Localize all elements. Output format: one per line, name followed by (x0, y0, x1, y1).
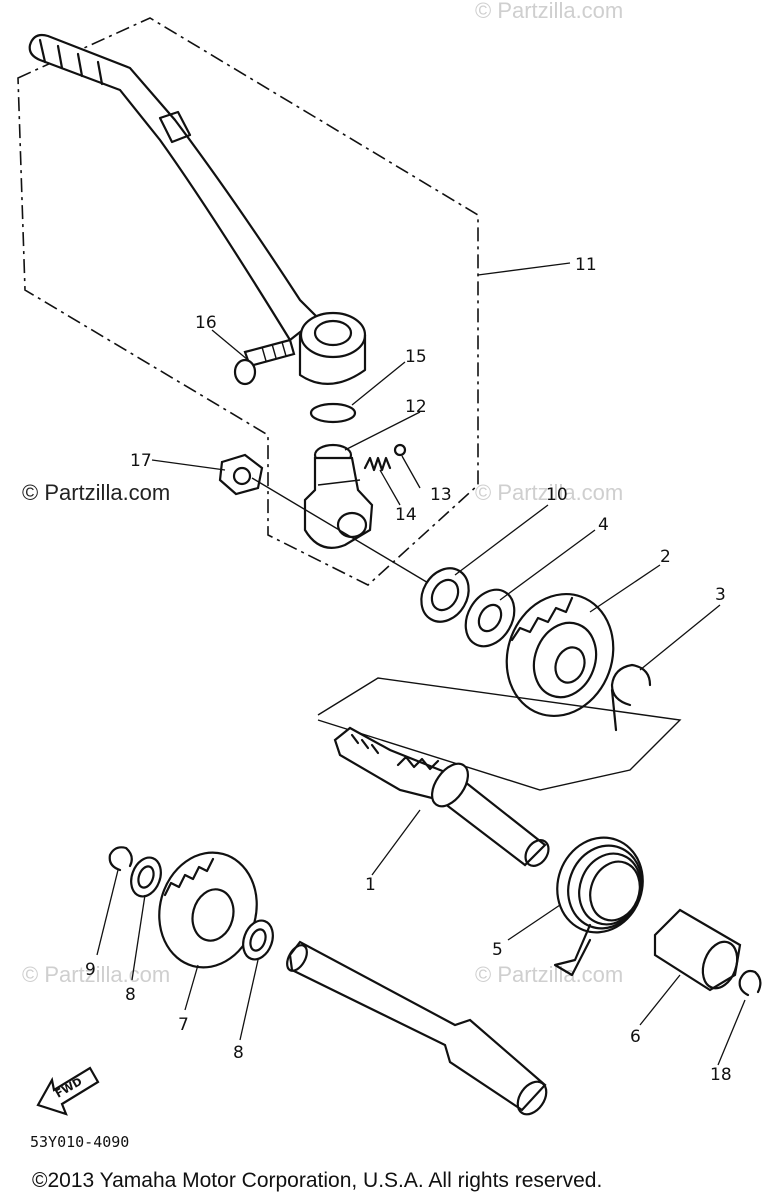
part-label-6: 6 (630, 1027, 641, 1047)
leader-14 (379, 469, 401, 506)
oil-seal[interactable] (412, 560, 478, 630)
part-label-8-upper: 8 (125, 985, 136, 1005)
leader-16 (211, 329, 249, 361)
kick-arm-lever[interactable] (28, 33, 367, 385)
part-label-4: 4 (598, 515, 609, 535)
leader-1 (371, 809, 421, 876)
watermark-left: © Partzilla.com (22, 480, 170, 505)
leader-18 (717, 999, 746, 1066)
part-label-9: 9 (85, 960, 96, 980)
ball[interactable] (393, 443, 407, 457)
washer-8-lower[interactable] (238, 916, 278, 963)
part-label-3: 3 (715, 585, 726, 605)
part-label-14: 14 (395, 505, 417, 525)
copyright-notice: ©2013 Yamaha Motor Corporation, U.S.A. A… (32, 1169, 602, 1192)
part-label-16: 16 (195, 313, 217, 333)
leader-8b (239, 959, 259, 1041)
watermark-top: © Partzilla.com (475, 0, 623, 23)
spring-guide[interactable] (653, 908, 743, 993)
leader-4 (499, 529, 596, 601)
leader-3 (639, 604, 721, 671)
watermark-bottom-left: © Partzilla.com (22, 962, 170, 987)
torsion-spring[interactable] (544, 826, 656, 977)
kick-arm-assembly-boundary (17, 17, 479, 586)
part-label-5: 5 (492, 940, 503, 960)
part-label-12: 12 (405, 397, 427, 417)
washer-4[interactable] (456, 581, 524, 655)
leader-5 (507, 904, 561, 941)
leader-2 (589, 564, 661, 613)
leader-6 (639, 974, 681, 1026)
kick-arm-bolt[interactable] (233, 338, 296, 386)
kick-boss[interactable] (303, 443, 374, 549)
part-label-8-lower: 8 (233, 1043, 244, 1063)
kick-arm-nut[interactable] (218, 453, 264, 496)
watermark-right: © Partzilla.com (475, 480, 623, 505)
leader-8a (131, 894, 146, 981)
o-ring[interactable] (309, 402, 357, 424)
leader-10 (454, 504, 549, 576)
part-label-2: 2 (660, 547, 671, 567)
part-label-15: 15 (405, 347, 427, 367)
leader-12 (344, 411, 421, 451)
boss-spring[interactable] (363, 456, 392, 472)
diagram-code: 53Y010-4090 (30, 1133, 129, 1151)
forward-direction-arrow: FWD (36, 1066, 100, 1116)
main-axle-reference (286, 940, 548, 1116)
leader-13 (401, 455, 421, 489)
circlip-3[interactable] (610, 663, 652, 732)
circlip-9[interactable] (108, 846, 133, 872)
kick-shaft[interactable] (333, 726, 553, 870)
washer-8-upper[interactable] (126, 853, 166, 900)
ratchet-gear[interactable] (490, 579, 630, 731)
circlip-18[interactable] (738, 969, 762, 997)
part-label-13: 13 (430, 485, 452, 505)
shaft-assembly-boundary (317, 677, 682, 791)
leader-15 (351, 361, 406, 406)
part-label-7: 7 (178, 1015, 189, 1035)
leader-17 (151, 459, 226, 471)
part-label-17: 17 (130, 451, 152, 471)
watermark-bottom-right: © Partzilla.com (475, 962, 623, 987)
part-label-10: 10 (546, 485, 568, 505)
leader-7 (184, 964, 199, 1011)
leader-9 (96, 869, 119, 956)
assembly-axis-line (251, 477, 441, 591)
part-label-1: 1 (365, 875, 376, 895)
leader-11 (477, 262, 571, 276)
part-label-18: 18 (710, 1065, 732, 1085)
idle-gear[interactable] (147, 842, 270, 979)
part-label-11: 11 (575, 255, 597, 275)
